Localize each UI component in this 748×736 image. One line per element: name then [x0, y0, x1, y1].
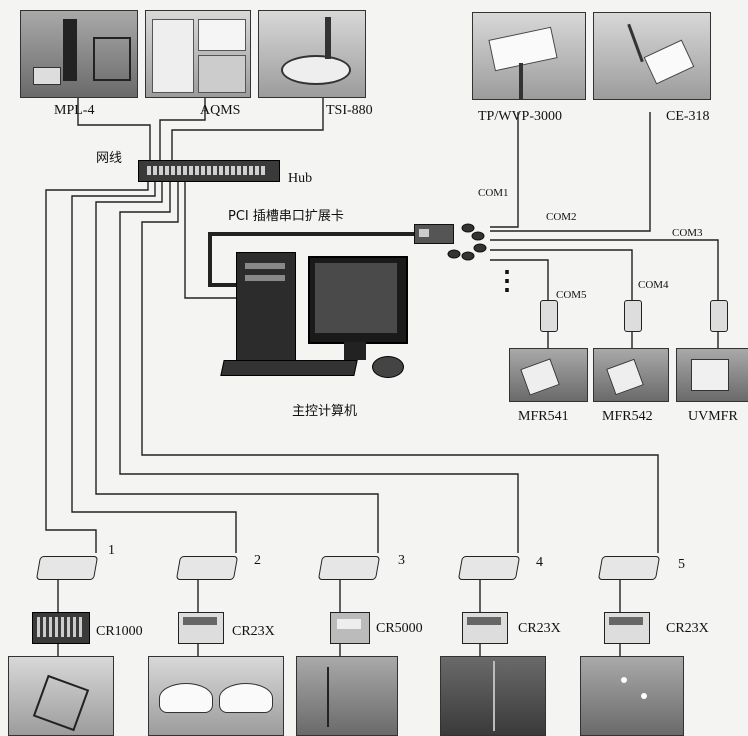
- station-1-number: 1: [108, 543, 115, 558]
- mpl-4-photo: [20, 10, 138, 98]
- station-1-logger-label: CR1000: [96, 624, 143, 639]
- tsi-880-photo: [258, 10, 366, 98]
- mfr542-label: MFR542: [602, 409, 653, 424]
- aqms-label: AQMS: [200, 103, 241, 118]
- modem-5-icon: [597, 556, 661, 580]
- tsi-880-label: TSI-880: [326, 103, 373, 118]
- adapter-com4-icon: [624, 300, 642, 332]
- monitor-stand-icon: [344, 342, 366, 360]
- hub-icon: [138, 160, 280, 182]
- com4-label: COM4: [638, 279, 669, 291]
- aqms-photo: [145, 10, 251, 98]
- cr1000-logger-icon: [32, 612, 90, 644]
- mfr541-photo: [509, 348, 588, 402]
- cr5000-logger-icon: [330, 612, 370, 644]
- station-4-number: 4: [536, 555, 543, 570]
- mfr542-photo: [593, 348, 669, 402]
- cr23x-logger-2-icon: [178, 612, 224, 644]
- modem-1-icon: [35, 556, 99, 580]
- com3-label: COM3: [672, 227, 703, 239]
- ce-318-photo: [593, 12, 711, 100]
- station-5-number: 5: [678, 557, 685, 572]
- more-ports-indicator: ⋮: [494, 266, 520, 295]
- serial-card-icon: [414, 224, 454, 244]
- station-5-logger-label: CR23X: [666, 621, 709, 636]
- uvmfr-photo: [676, 348, 748, 402]
- station-2-number: 2: [254, 553, 261, 568]
- cr23x-logger-5-icon: [604, 612, 650, 644]
- station-3-field-photo: [296, 656, 398, 736]
- modem-4-icon: [457, 556, 521, 580]
- mpl-4-label: MPL-4: [54, 103, 95, 118]
- adapter-com3-icon: [710, 300, 728, 332]
- com5-label: COM5: [556, 289, 587, 301]
- station-3-logger-label: CR5000: [376, 621, 423, 636]
- station-2-field-photo: [148, 656, 284, 736]
- host-computer-label: 主控计算机: [292, 404, 358, 419]
- hub-label: Hub: [288, 171, 313, 186]
- tp-wvp-3000-photo: [472, 12, 586, 100]
- monitor-icon: [308, 256, 408, 344]
- speaker-icon: [372, 356, 404, 378]
- modem-3-icon: [317, 556, 381, 580]
- uvmfr-label: UVMFR: [688, 409, 738, 424]
- network-cable-label: 网线: [96, 151, 123, 166]
- serial-fanout-cable-icon: [438, 214, 490, 266]
- keyboard-icon: [220, 360, 358, 376]
- tp-wvp-3000-label: TP/WVP-3000: [478, 109, 562, 124]
- modem-2-icon: [175, 556, 239, 580]
- station-4-logger-label: CR23X: [518, 621, 561, 636]
- serial-card-label: PCI 插槽串口扩展卡: [228, 209, 344, 224]
- station-1-field-photo: [8, 656, 114, 736]
- cr23x-logger-4-icon: [462, 612, 508, 644]
- station-3-number: 3: [398, 553, 405, 568]
- station-5-field-photo: [580, 656, 684, 736]
- mfr541-label: MFR541: [518, 409, 569, 424]
- ce-318-label: CE-318: [666, 109, 710, 124]
- com2-label: COM2: [546, 211, 577, 223]
- computer-tower-icon: [236, 252, 296, 362]
- station-2-logger-label: CR23X: [232, 624, 275, 639]
- adapter-com5-icon: [540, 300, 558, 332]
- station-4-field-photo: [440, 656, 546, 736]
- com1-label: COM1: [478, 187, 509, 199]
